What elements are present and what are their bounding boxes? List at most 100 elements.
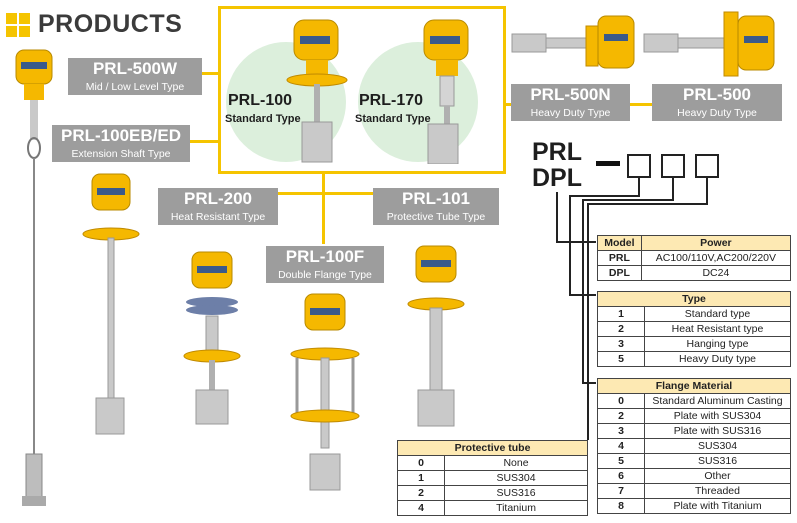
power-header-model: Model [597, 235, 642, 251]
prl-500w-device-image [15, 49, 53, 506]
code-connector [582, 199, 584, 383]
tube-code: 4 [397, 500, 445, 516]
flange-value: SUS316 [644, 453, 791, 469]
power-value: DC24 [640, 265, 792, 281]
label-prl-100eb-ed: PRL-100EB/ED Extension Shaft Type [52, 125, 190, 162]
product-subtitle: Heat Resistant Type [170, 211, 266, 223]
prl-500-device-image [643, 11, 775, 77]
prl-101-device-image [407, 245, 465, 427]
prl-500n-device-image [511, 15, 635, 69]
connector-line [190, 140, 218, 143]
prl-170-subtitle: Standard Type [355, 113, 431, 125]
product-name: PRL-500W [92, 59, 178, 78]
product-subtitle: Mid / Low Level Type [85, 81, 185, 93]
label-prl-200: PRL-200 Heat Resistant Type [158, 188, 278, 225]
flange-value: Plate with Titanium [644, 498, 791, 514]
tube-value: SUS304 [444, 470, 588, 486]
flange-code: 3 [597, 423, 645, 439]
type-header: Type [597, 291, 791, 307]
product-name: PRL-200 [183, 189, 253, 208]
prl-100-device-image [286, 19, 348, 163]
type-value: Heat Resistant type [644, 321, 791, 337]
tube-value: None [444, 455, 588, 471]
prl-100-subtitle: Standard Type [225, 113, 301, 125]
flange-code: 5 [597, 453, 645, 469]
type-value: Hanging type [644, 336, 791, 352]
flange-value: SUS304 [644, 438, 791, 454]
tube-value: Titanium [444, 500, 588, 516]
type-code: 2 [597, 321, 645, 337]
code-connector [587, 203, 708, 205]
flange-value: Other [644, 468, 791, 484]
tube-header: Protective tube [397, 440, 588, 456]
product-name: PRL-500 [682, 85, 752, 104]
label-prl-500w: PRL-500W Mid / Low Level Type [68, 58, 202, 95]
product-subtitle: Extension Shaft Type [71, 148, 171, 160]
code-connector [672, 178, 674, 200]
prl-100f-device-image [290, 293, 360, 491]
power-model: DPL [597, 265, 642, 281]
power-table: Model Power PRL AC100/110V,AC200/220V DP… [597, 235, 792, 281]
code-connector [638, 178, 640, 196]
connector-line [323, 192, 373, 195]
product-subtitle: Heavy Duty Type [677, 107, 757, 119]
product-name: PRL-100EB/ED [61, 126, 181, 145]
power-header-power: Power [640, 235, 792, 251]
page-title: PRODUCTS [38, 10, 183, 38]
connector-line [278, 192, 323, 195]
product-name: PRL-101 [401, 189, 471, 208]
type-code: 1 [597, 306, 645, 322]
flange-code: 4 [597, 438, 645, 454]
code-box-type [627, 154, 651, 178]
label-prl-500: PRL-500 Heavy Duty Type [652, 84, 782, 121]
prl-200-device-image [183, 251, 241, 425]
prl-170-device-image [423, 19, 469, 164]
code-connector [587, 203, 589, 440]
connector-line [322, 171, 325, 244]
label-prl-500n: PRL-500N Heavy Duty Type [511, 84, 630, 121]
power-model: PRL [597, 250, 642, 266]
flange-code: 7 [597, 483, 645, 499]
product-name: PRL-100F [285, 247, 365, 266]
code-box-tube [695, 154, 719, 178]
product-subtitle: Heavy Duty Type [530, 107, 611, 119]
flange-value: Standard Aluminum Casting [644, 393, 791, 409]
flange-code: 8 [597, 498, 645, 514]
product-name: PRL-500N [530, 85, 611, 104]
code-box-flange [661, 154, 685, 178]
model-code-dpl: DPL [532, 164, 582, 192]
tube-code: 2 [397, 485, 445, 501]
tube-code: 1 [397, 470, 445, 486]
type-code: 3 [597, 336, 645, 352]
code-connector [569, 195, 640, 197]
connector-line [500, 103, 512, 106]
prl-100-name: PRL-100 [228, 92, 293, 109]
label-prl-101: PRL-101 Protective Tube Type [373, 188, 499, 225]
flange-value: Threaded [644, 483, 791, 499]
code-connector [582, 199, 674, 201]
code-connector [582, 382, 596, 384]
tube-value: SUS316 [444, 485, 588, 501]
flange-value: Plate with SUS304 [644, 408, 791, 424]
flange-header: Flange Material [597, 378, 791, 394]
flange-code: 2 [597, 408, 645, 424]
label-prl-100f: PRL-100F Double Flange Type [266, 246, 384, 283]
flange-code: 6 [597, 468, 645, 484]
flange-code: 0 [597, 393, 645, 409]
type-value: Standard type [644, 306, 791, 322]
products-logo-icon [6, 13, 31, 38]
model-code-prl: PRL [532, 138, 582, 166]
code-connector [556, 241, 596, 243]
code-connector [706, 178, 708, 204]
power-value: AC100/110V,AC200/220V [640, 250, 792, 266]
connector-line [200, 72, 218, 75]
model-code-dash [596, 161, 620, 166]
flange-value: Plate with SUS316 [644, 423, 791, 439]
prl-170-name: PRL-170 [359, 92, 424, 109]
connector-line [630, 103, 652, 106]
tube-code: 0 [397, 455, 445, 471]
type-value: Heavy Duty type [644, 351, 791, 367]
